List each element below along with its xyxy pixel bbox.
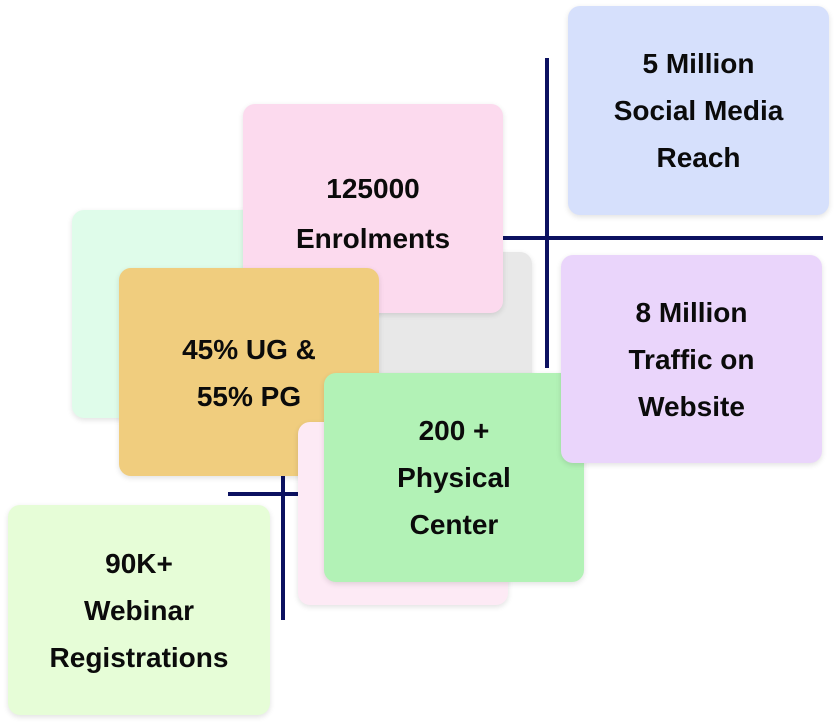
stat-label: Enrolments [295,223,451,254]
stat-label: Social Media [613,95,784,126]
stat-value: 5 Million [642,48,755,79]
stat-label: 55% PG [196,381,302,412]
stat-value: 90K+ [105,547,173,579]
stat-label: Center [409,509,499,540]
stat-label: Webinar [84,594,194,626]
stat-label: Physical [397,462,511,493]
stat-value: 125000 [326,173,420,204]
connector-line [281,476,285,620]
connector-line [545,58,549,368]
stat-value: 200 + [418,415,490,446]
stat-label: Website [638,390,745,422]
connector-line [503,236,823,240]
stat-label: Registrations [49,641,229,673]
stat-value: 45% UG & [182,334,316,365]
stat-label: Traffic on [628,343,755,375]
connector-line [228,492,300,496]
stat-label: Reach [656,142,741,173]
stat-value: 8 Million [635,296,748,328]
